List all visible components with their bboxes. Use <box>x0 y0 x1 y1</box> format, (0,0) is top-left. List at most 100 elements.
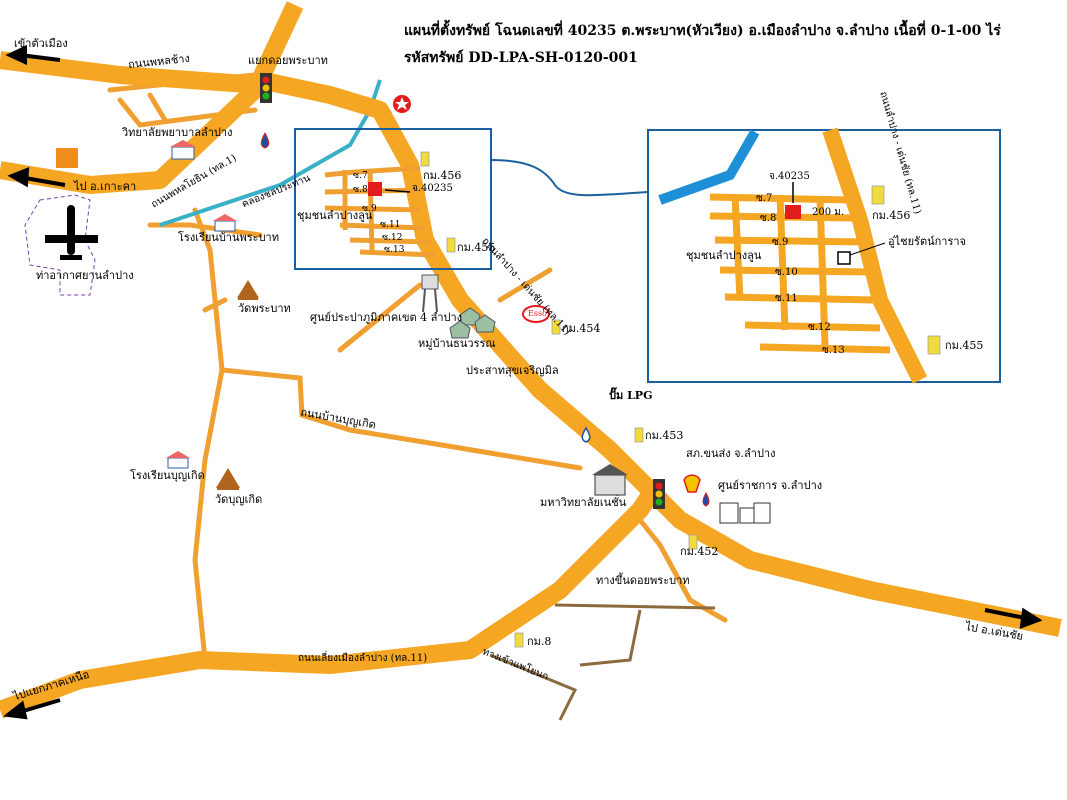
inset-label-km455: กม.455 <box>945 339 984 352</box>
inset-soi-11 <box>724 293 876 304</box>
label-airport: ท่าอากาศยานลำปาง <box>36 269 134 282</box>
km-markers <box>420 151 941 648</box>
inset-connector <box>731 194 744 301</box>
km-marker-icon <box>446 237 456 253</box>
map-title: แผนที่ตั้งทรัพย์ โฉนดเลขที่ 40235 ต.พระบ… <box>404 23 1001 39</box>
inset-label-soi9: ซ.9 <box>772 237 789 248</box>
school-icon <box>213 214 237 232</box>
local-road <box>489 653 578 721</box>
arrow-icon <box>2 700 28 720</box>
gas-station-icon <box>56 148 78 168</box>
arrow-to-denchai <box>984 608 1026 620</box>
inset-main-road <box>822 127 928 384</box>
road-chang-main <box>0 51 261 94</box>
label-wat-phrabat: วัดพระบาท <box>238 302 291 315</box>
asset-code: รหัสทรัพย์ DD-LPA-SH-0120-001 <box>404 50 638 66</box>
label-university: มหาวิทยาลัยเนชั่น <box>540 496 627 509</box>
traffic-light-icon <box>653 479 665 509</box>
label-gov-center: ศูนย์ราชการ จ.ลำปาง <box>718 479 823 492</box>
fuel-drop-icon <box>702 491 710 507</box>
label-police: สภ.ขนส่ง จ.ลำปาง <box>686 447 776 460</box>
inset-frame <box>647 129 1001 383</box>
label-soi7: ซ.7 <box>353 171 368 181</box>
label-to-koka: ไป อ.เกาะคา <box>74 180 137 193</box>
label-to-city: เข้าตัวเมือง <box>14 37 68 50</box>
main-roads <box>0 1 1062 719</box>
inset-label-soi11: ซ.11 <box>775 293 798 304</box>
label-soi13: ซ.13 <box>384 245 405 255</box>
airport-boundary <box>24 194 96 296</box>
temple-icon <box>216 468 240 490</box>
local-roads <box>489 603 716 721</box>
road-phahonyothin <box>0 78 267 194</box>
star-icon <box>395 97 409 110</box>
soi-12 <box>349 237 431 245</box>
label-village: หมู่บ้านธนวรรณ <box>418 337 496 350</box>
water-tower-icon <box>421 274 439 313</box>
label-wat-boon: วัดบุญเกิด <box>215 493 263 506</box>
temple-icon <box>237 280 259 300</box>
fuel-drop-icon <box>581 426 591 443</box>
bypass-road <box>0 490 658 719</box>
soi-grid-main <box>324 165 436 258</box>
esso-icon <box>522 305 550 323</box>
label-junction: แยกดอยพระบาท <box>248 54 328 67</box>
road-ban-boon <box>219 367 583 471</box>
label-soi9: ซ.9 <box>362 204 377 214</box>
inset-soi-grid <box>709 193 891 354</box>
soi-7 <box>324 165 421 178</box>
label-parcel: จ.40235 <box>412 183 453 194</box>
soi-13 <box>359 249 436 258</box>
fuel-drop-icon <box>260 131 270 149</box>
minor-road <box>337 282 423 353</box>
parcel-pointer <box>384 189 411 193</box>
label-soi8: ซ.8 <box>353 185 368 195</box>
inset-label-soi13: ซ.13 <box>822 345 845 356</box>
arrow-icon <box>5 44 27 66</box>
label-esso: Esso <box>528 309 547 318</box>
label-prasat: ประสาทสุขเจริญมิล <box>466 364 559 377</box>
inset-label-soi7: ซ.7 <box>756 193 773 204</box>
label-school-boon: โรงเรียนบุญเกิด <box>130 469 205 482</box>
inset-soi-10 <box>719 266 871 276</box>
label-km452: กม.452 <box>680 545 719 558</box>
inset-label-soi10: ซ.10 <box>775 267 798 278</box>
label-km455: กม.455 <box>457 241 496 254</box>
label-km453: กม.453 <box>645 429 684 442</box>
school-icon <box>170 140 196 160</box>
inset-river <box>658 129 760 205</box>
inset-label-km456: กม.456 <box>872 209 911 222</box>
label-community: ชุมชนลำปางลูน <box>297 209 373 222</box>
main-frame <box>294 128 492 270</box>
building-icon <box>592 464 628 496</box>
connector-line <box>490 159 649 197</box>
label-km456: กม.456 <box>423 169 462 182</box>
road-boonkerd <box>192 207 225 663</box>
inset-label-distance: 200 ม. <box>812 207 845 218</box>
label-school-phrabat: โรงเรียนบ้านพระบาท <box>178 231 279 244</box>
inset-connector <box>776 194 789 331</box>
minor-road <box>202 297 228 313</box>
arrow-icon <box>7 166 30 188</box>
label-lpg: ปั๊ม LPG <box>609 389 653 402</box>
parcel-marker <box>368 182 382 196</box>
km-marker-icon <box>551 319 561 335</box>
house-icon <box>449 307 496 339</box>
inset-label-soi12: ซ.12 <box>808 322 831 333</box>
inset-label-parcel: จ.40235 <box>769 171 810 182</box>
label-soi11: ซ.11 <box>380 220 401 230</box>
local-road <box>554 603 716 610</box>
arrow-to-koka <box>24 176 66 187</box>
inset-label-garage: อู่ไชยรัตน์การาจ <box>888 235 966 248</box>
traffic-light-icon <box>260 73 272 103</box>
km-marker-icon <box>871 185 885 205</box>
label-km454: กม.454 <box>562 322 601 335</box>
label-soi12: ซ.12 <box>382 233 403 243</box>
arrow-icon <box>1019 607 1043 630</box>
doi-route <box>637 517 728 623</box>
label-nursing-college: วิทยาลัยพยาบาลลำปาง <box>122 126 233 139</box>
inset-parcel-marker <box>785 205 801 219</box>
km-marker-icon <box>514 632 524 648</box>
